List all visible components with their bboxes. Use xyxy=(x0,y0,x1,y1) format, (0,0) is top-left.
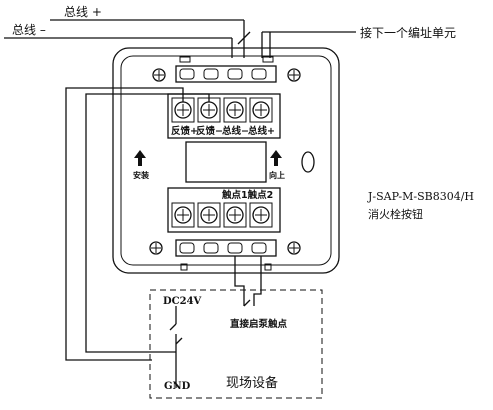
contact-wire-2 xyxy=(253,256,262,306)
bus-plus-tick xyxy=(237,31,251,45)
top-clamp-row xyxy=(175,65,277,83)
bottom-terminal-2 xyxy=(197,202,221,228)
mount-screw-top-right xyxy=(287,68,301,82)
mount-screw-bottom-left xyxy=(149,241,163,255)
dc24v-label: DC24V xyxy=(163,296,202,307)
bottom-terminal-3 xyxy=(223,202,247,228)
model-code: J-SAP-M-SB8304/H xyxy=(367,190,474,203)
up-label: 向上 xyxy=(269,170,285,180)
bottom-terminal-1 xyxy=(171,202,195,228)
feedback-plus-wire xyxy=(65,87,184,361)
contact-switch-blade xyxy=(243,299,251,307)
mount-screw-top-left xyxy=(152,68,166,82)
top-tab-right xyxy=(262,56,274,63)
contact-wire-1 xyxy=(234,256,245,306)
module-inner-border xyxy=(120,55,332,266)
bottom-terminal-4 xyxy=(249,202,273,228)
bus-minus-label: 总线 – xyxy=(12,23,46,37)
terminal-label-bus-plus: 总线+ xyxy=(248,125,275,137)
top-terminal-block: 反馈+ 反馈− 总线− 总线+ xyxy=(167,93,281,139)
install-label: 安装 xyxy=(133,170,149,180)
field-device-label: 现场设备 xyxy=(226,375,278,391)
next-unit-label: 接下一个编址单元 xyxy=(360,25,456,40)
install-arrow-icon: 安装 xyxy=(133,150,149,180)
bottom-terminal-block: 触点1触点2 xyxy=(167,187,281,233)
terminal-label-feedback-minus: 反馈− xyxy=(196,125,223,137)
bottom-clamp-row xyxy=(175,239,277,257)
contact-header: 触点1触点2 xyxy=(221,189,273,201)
field-device-box xyxy=(149,289,323,399)
top-terminal-4 xyxy=(249,97,273,123)
model-name: 消火栓按钮 xyxy=(368,207,423,221)
mount-slot xyxy=(301,151,315,173)
terminal-label-bus-minus: 总线− xyxy=(222,125,249,137)
top-tab-left xyxy=(179,56,191,63)
bus-plus-label: 总线 + xyxy=(64,5,102,19)
gnd-label: GND xyxy=(164,381,191,392)
bottom-tab-left xyxy=(180,263,188,271)
top-terminal-3 xyxy=(223,97,247,123)
pump-contact-label: 直接启泵触点 xyxy=(230,318,288,330)
up-arrow-icon: 向上 xyxy=(269,150,285,180)
bottom-tab-right xyxy=(264,263,272,271)
dc24v-switch xyxy=(169,323,177,331)
module-housing xyxy=(112,47,340,274)
button-window xyxy=(185,141,267,183)
terminal-label-feedback-plus: 反馈+ xyxy=(171,125,198,137)
mount-screw-bottom-right xyxy=(287,241,301,255)
feedback-minus-wire xyxy=(85,93,210,353)
feedback-switch xyxy=(175,337,183,345)
